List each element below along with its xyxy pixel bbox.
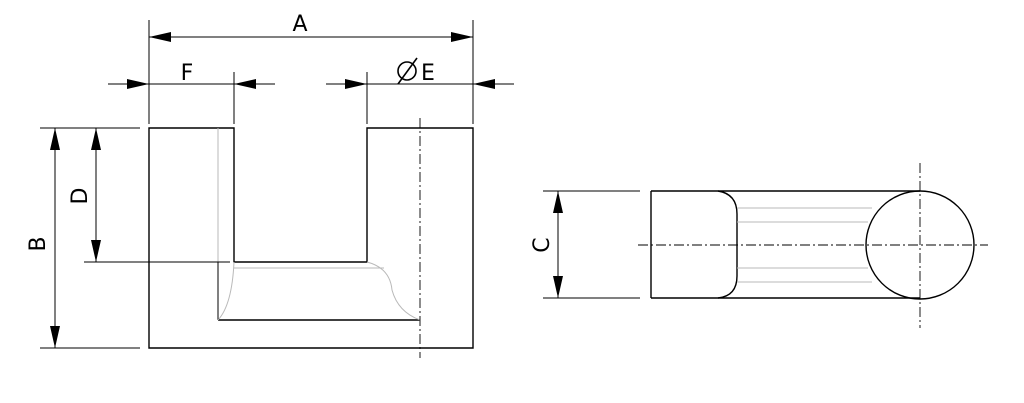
label-d: D xyxy=(68,188,93,205)
dimension-d: D xyxy=(68,128,230,263)
fillet-right xyxy=(366,261,421,321)
fillet-left xyxy=(217,261,235,321)
label-b: B xyxy=(26,236,51,251)
label-a: A xyxy=(292,12,307,37)
dimension-c: C xyxy=(530,190,640,299)
label-f: F xyxy=(181,61,194,86)
side-rounded-end xyxy=(717,190,738,299)
u-core-outline xyxy=(148,127,474,349)
dimension-b: B xyxy=(26,127,140,349)
side-view xyxy=(638,163,988,328)
label-c: C xyxy=(530,237,555,252)
dimension-f: F xyxy=(108,61,275,124)
dimension-a: A xyxy=(148,12,474,124)
dimension-e: E xyxy=(326,57,514,124)
front-view xyxy=(148,118,474,358)
label-e: E xyxy=(421,61,435,86)
diameter-icon xyxy=(397,57,418,85)
